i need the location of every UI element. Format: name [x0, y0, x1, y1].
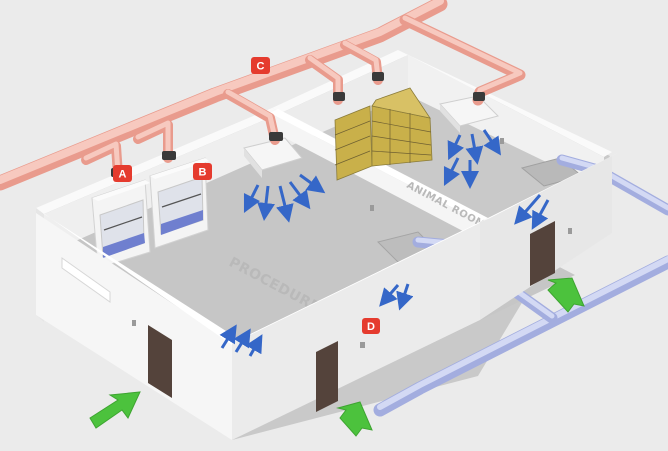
badge-a: A [113, 165, 132, 182]
svg-text:C: C [257, 61, 265, 73]
animal-room-door [530, 221, 555, 286]
badge-b: B [193, 163, 212, 180]
animal-racks [334, 87, 433, 181]
front-walls [36, 152, 620, 440]
fume-hood-a [91, 179, 151, 269]
entry-arrow-right [547, 277, 585, 313]
airflow-arrows [219, 129, 550, 357]
doors [148, 221, 555, 412]
svg-text:D: D [367, 321, 375, 333]
badge-c: C [251, 57, 270, 74]
svg-text:A: A [119, 169, 127, 181]
fume-hood-b [149, 157, 209, 249]
entry-arrow-center [336, 401, 373, 437]
entry-arrows [89, 277, 585, 437]
corridor-door [316, 341, 338, 412]
badge-d: D [362, 318, 380, 334]
entry-arrow-left [89, 391, 141, 429]
procedure-room-door [148, 325, 172, 398]
wall-switches [132, 138, 572, 348]
svg-text:B: B [199, 167, 207, 179]
